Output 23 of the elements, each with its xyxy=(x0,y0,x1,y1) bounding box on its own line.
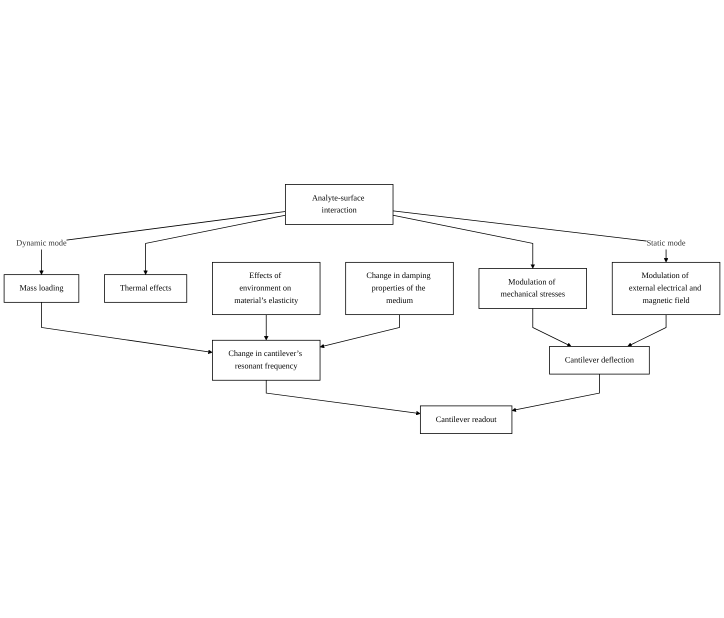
arrow xyxy=(532,308,572,347)
node-box: Modulation of mechanical stresses xyxy=(478,268,587,309)
node-box: Change in damping properties of the medium xyxy=(345,262,454,316)
arrow xyxy=(627,314,666,347)
node-box: Cantilever deflection xyxy=(549,346,650,374)
arrow xyxy=(39,211,286,275)
arrow xyxy=(264,314,268,340)
edge-label: Static mode xyxy=(646,238,686,248)
node-box: Change in cantilever’s resonant frequency xyxy=(212,340,320,381)
node-box: Modulation of external electrical and magnetic field xyxy=(612,262,720,316)
node-box: Effects of environment on material’s elasticity xyxy=(212,262,320,316)
arrow xyxy=(41,302,213,354)
arrow xyxy=(266,380,421,416)
arrow xyxy=(512,374,600,412)
node-box: Analyte-surface interaction xyxy=(285,184,394,225)
arrow xyxy=(392,210,668,263)
arrow xyxy=(143,214,286,275)
node-box: Mass loading xyxy=(4,274,80,303)
node-box: Cantilever readout xyxy=(420,406,512,434)
arrow xyxy=(320,314,400,348)
node-box: Thermal effects xyxy=(104,274,188,303)
arrow xyxy=(392,214,536,269)
edge-label: Dynamic mode xyxy=(16,238,67,248)
